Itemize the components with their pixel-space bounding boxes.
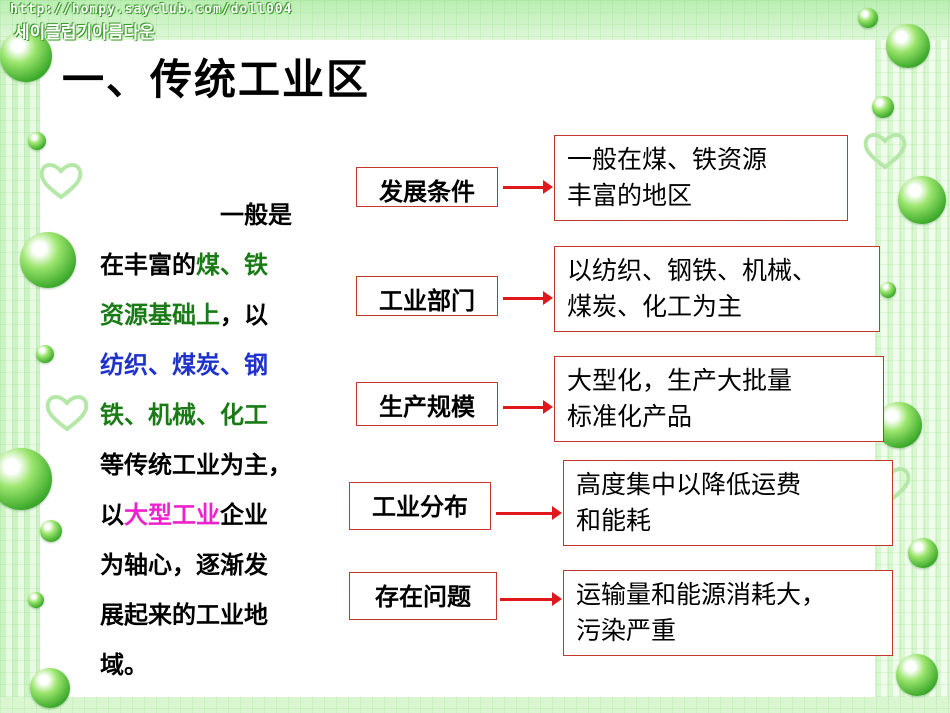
arrow-icon: [503, 400, 553, 414]
description-paragraph: 一般是 在丰富的煤、铁 资源基础上，以 纺织、煤炭、钢 铁、机械、化工 等传统工…: [100, 190, 315, 690]
para-line: 等传统工业为主，: [100, 450, 292, 479]
background-bottom-band: [0, 697, 950, 713]
heart-outline-icon: [45, 395, 89, 432]
para-line: 铁、机械、化工: [100, 400, 268, 429]
green-bubble-icon: [896, 654, 938, 696]
green-bubble-icon: [28, 132, 46, 150]
heart-outline-icon: [39, 163, 83, 200]
label-box-sectors: 工业部门: [356, 276, 498, 316]
arrow-icon: [496, 506, 562, 520]
para-line: 一般是: [220, 200, 292, 229]
desc-box-sectors: 以纺织、钢铁、机械、 煤炭、化工为主: [554, 246, 880, 332]
green-bubble-icon: [898, 176, 946, 224]
arrow-icon: [503, 180, 553, 194]
para-line: 以大型工业企业: [100, 500, 268, 529]
green-bubble-icon: [28, 592, 44, 608]
heart-outline-icon: [863, 133, 907, 170]
green-bubble-icon: [0, 30, 52, 82]
desc-box-scale: 大型化，生产大批量 标准化产品: [554, 356, 884, 442]
arrow-icon: [500, 592, 562, 606]
para-line: 为轴心，逐渐发: [100, 550, 268, 579]
green-bubble-icon: [40, 520, 62, 542]
green-bubble-icon: [872, 96, 894, 118]
green-bubble-icon: [30, 668, 70, 708]
green-bubble-icon: [880, 282, 896, 298]
label-box-problems: 存在问题: [349, 572, 497, 620]
site-name: 세이클럽기아름다운: [14, 23, 155, 43]
desc-box-conditions: 一般在煤、铁资源 丰富的地区: [554, 135, 848, 221]
green-bubble-icon: [20, 232, 76, 288]
green-bubble-icon: [0, 448, 52, 510]
green-bubble-icon: [886, 24, 930, 68]
site-url: http://hompy.sayclub.com/doll004: [10, 2, 293, 17]
arrow-icon: [503, 291, 553, 305]
desc-box-distribution: 高度集中以降低运费 和能耗: [563, 460, 893, 546]
label-box-scale: 生产规模: [356, 382, 498, 426]
background-top-band: [0, 0, 950, 40]
green-bubble-icon: [858, 8, 878, 28]
para-line: 展起来的工业地: [100, 600, 268, 629]
para-line: 在丰富的煤、铁: [100, 250, 268, 279]
page-title: 一、传统工业区: [62, 55, 371, 104]
desc-box-problems: 运输量和能源消耗大， 污染严重: [563, 570, 893, 656]
para-line: 资源基础上，以: [100, 300, 268, 329]
label-box-conditions: 发展条件: [356, 167, 498, 207]
green-bubble-icon: [908, 538, 938, 568]
para-line: 纺织、煤炭、钢: [100, 350, 268, 379]
green-bubble-icon: [36, 345, 54, 363]
label-box-distribution: 工业分布: [349, 482, 491, 530]
para-line: 域。: [100, 650, 148, 679]
